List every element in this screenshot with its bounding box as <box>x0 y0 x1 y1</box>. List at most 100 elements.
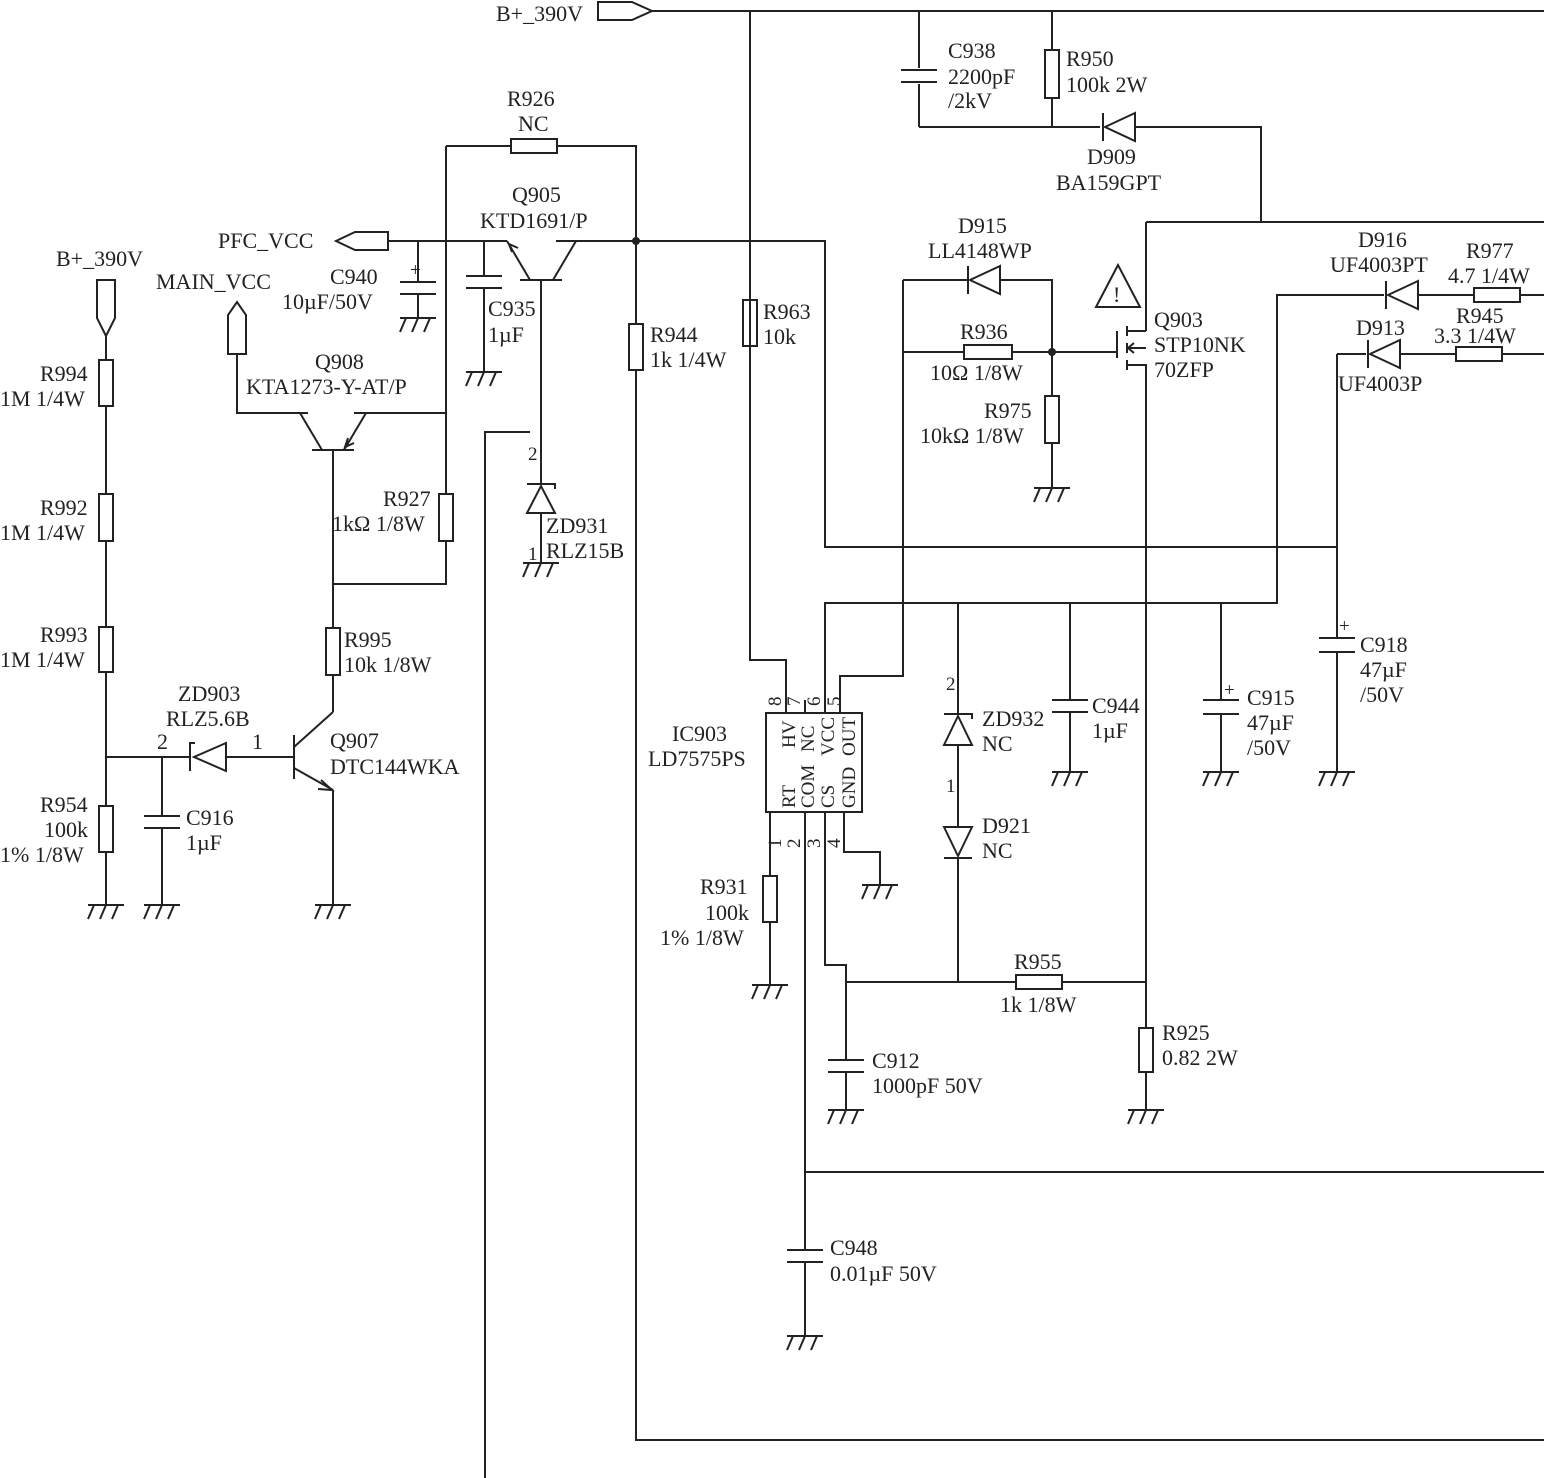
net-label-text: B+_390V <box>496 1 583 26</box>
value-label: 10kΩ 1/8W <box>920 423 1024 448</box>
ref-label: R994 <box>40 361 88 386</box>
pin-number: 1 <box>528 544 538 565</box>
capacitor-c938: C938 2200pF /2kV <box>901 38 1015 113</box>
ref-label: R992 <box>40 495 88 520</box>
ref-label: D921 <box>982 813 1031 838</box>
net-label-text: PFC_VCC <box>218 228 313 253</box>
ground-icon <box>827 1109 865 1125</box>
value-label: 1µF <box>488 322 524 347</box>
ref-label: C918 <box>1360 632 1408 657</box>
resistor-r977: R977 4.7 1/4W <box>1448 238 1530 303</box>
value-label: 1% 1/8W <box>0 842 84 867</box>
value-label: 70ZFP <box>1154 357 1214 382</box>
pin-label-out: OUT <box>839 717 860 756</box>
value-label: RLZ15B <box>546 538 624 563</box>
value-label: /50V <box>1247 735 1291 760</box>
resistor-r936: R936 10Ω 1/8W <box>930 319 1023 385</box>
ref-label: D913 <box>1356 315 1405 340</box>
resistor-r931: R931 100k 1% 1/8W <box>660 874 778 950</box>
value-label: KTA1273-Y-AT/P <box>246 374 407 399</box>
mosfet-q903: Q903 STP10NK 70ZFP <box>1116 307 1246 382</box>
value-label: 1M 1/4W <box>0 520 85 545</box>
pin-number: 2 <box>946 674 956 695</box>
ref-label: R936 <box>960 319 1008 344</box>
pin-label-gnd: GND <box>839 767 860 808</box>
value-label: RLZ5.6B <box>166 706 250 731</box>
ref-label: C915 <box>1247 685 1295 710</box>
value-label: 1µF <box>186 830 222 855</box>
capacitor-c948: C948 0.01µF 50V <box>787 1235 937 1286</box>
capacitor-c916: C916 1µF <box>144 805 234 855</box>
resistor-r995: R995 10k 1/8W <box>325 627 432 677</box>
ref-label: R963 <box>763 299 811 324</box>
ref-label: C948 <box>830 1235 878 1260</box>
value-label: 1000pF 50V <box>872 1073 983 1098</box>
value-label: 47µF <box>1360 657 1407 682</box>
pin-number: 6 <box>804 697 825 707</box>
resistor-r954: R954 100k 1% 1/8W <box>0 792 114 867</box>
net-label-b390-top: B+_390V <box>496 1 655 26</box>
resistor-r975: R975 10kΩ 1/8W <box>920 395 1060 448</box>
capacitor-c918: + C918 47µF /50V <box>1319 616 1408 707</box>
resistor-r963: R963 10k <box>742 299 811 349</box>
resistor-r992: R992 1M 1/4W <box>0 493 114 545</box>
ref-label: R931 <box>700 874 748 899</box>
ground-icon <box>1127 1109 1165 1125</box>
value-label: LD7575PS <box>648 746 746 771</box>
value-label: KTD1691/P <box>480 208 588 233</box>
value-label: 1% 1/8W <box>660 925 744 950</box>
pin-label-com: COM <box>798 765 819 808</box>
polarity-plus: + <box>410 260 421 281</box>
resistor-r925: R925 0.82 2W <box>1138 1020 1238 1073</box>
value-label: 2200pF <box>948 64 1015 89</box>
transistor-q905: Q905 KTD1691/P <box>480 182 588 281</box>
value-label: 10Ω 1/8W <box>930 360 1023 385</box>
ground-icon <box>465 371 503 387</box>
ref-label: D915 <box>958 213 1007 238</box>
value-label: 1kΩ 1/8W <box>332 511 425 536</box>
ground-icon <box>1318 771 1356 787</box>
value-label: 4.7 1/4W <box>1448 263 1530 288</box>
ref-label: C944 <box>1092 693 1140 718</box>
value-label: BA159GPT <box>1056 170 1162 195</box>
value-label: 10µF/50V <box>282 289 373 314</box>
value-label: 100k 2W <box>1066 72 1148 97</box>
ref-label: R925 <box>1162 1020 1210 1045</box>
resistor-r950: R950 100k 2W <box>1044 46 1148 99</box>
ref-label: R954 <box>40 792 88 817</box>
transistor-q907: Q907 DTC144WKA <box>293 711 460 792</box>
ground-icon <box>1051 771 1089 787</box>
value-label: 0.82 2W <box>1162 1045 1238 1070</box>
value-label: UF4003P <box>1338 371 1422 396</box>
diode-d916: D916 UF4003PT <box>1330 227 1428 311</box>
zener-zd932: ZD932 NC 2 1 <box>942 674 1044 797</box>
value-label: /50V <box>1360 682 1404 707</box>
ground-icon <box>786 1335 824 1351</box>
pin-number: 1 <box>252 729 263 754</box>
capacitor-c944: C944 1µF <box>1052 693 1140 743</box>
value-label: 1µF <box>1092 718 1128 743</box>
resistor-r944: R944 1k 1/4W <box>628 322 727 372</box>
value-label: UF4003PT <box>1330 252 1428 277</box>
value-label: LL4148WP <box>928 238 1032 263</box>
value-label: 10k 1/8W <box>344 652 432 677</box>
ref-label: ZD903 <box>178 681 240 706</box>
ref-label: C938 <box>948 38 996 63</box>
pin-number: 1 <box>765 839 786 849</box>
ref-label: D909 <box>1087 144 1136 169</box>
warning-triangle-icon: ! <box>1094 262 1142 308</box>
zener-zd931: ZD931 RLZ15B 2 1 <box>525 444 624 565</box>
value-label: 100k <box>705 900 749 925</box>
ground-icons <box>87 317 1356 1351</box>
net-label-b390-left: B+_390V <box>56 246 143 339</box>
ground-icon <box>1202 771 1240 787</box>
capacitor-c935: C935 1µF <box>466 275 536 347</box>
ref-label: R993 <box>40 622 88 647</box>
ref-label: Q905 <box>512 182 561 207</box>
value-label: 1k 1/4W <box>650 347 727 372</box>
ref-label: Q908 <box>315 349 364 374</box>
ic-ld7575: IC903 LD7575PS HV NC VCC OUT RT COM CS G… <box>648 697 863 849</box>
ground-icon <box>399 317 437 333</box>
pin-label-hv: HV <box>779 720 800 748</box>
ref-label: R950 <box>1066 46 1114 71</box>
